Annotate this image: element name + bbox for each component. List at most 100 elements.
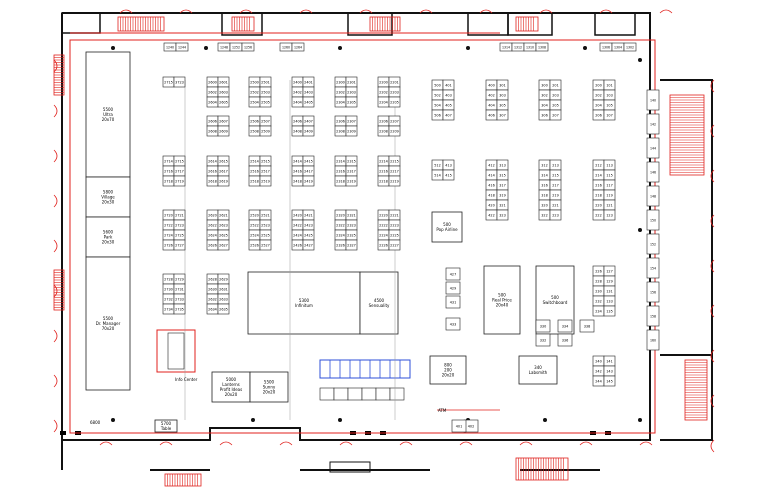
booth-box xyxy=(302,125,315,137)
booth-label: 407 xyxy=(445,113,451,117)
booth-label: 2625 xyxy=(219,233,228,237)
booth-label: 319 xyxy=(499,193,505,197)
booth-box xyxy=(217,175,230,187)
booth-box xyxy=(302,96,315,108)
right-booth xyxy=(646,185,660,207)
right-booth-label: 156 xyxy=(650,291,656,295)
top-booth-label: 1306 xyxy=(602,46,610,50)
door-arc xyxy=(519,441,533,446)
booth-label: 314 xyxy=(541,173,547,177)
booth-label: 2720 xyxy=(164,213,173,217)
booth-label: 2505 xyxy=(261,100,270,104)
pillar xyxy=(466,46,470,50)
room-label: 20x70 xyxy=(102,117,115,122)
booth-label: 2217 xyxy=(390,169,399,173)
booth-label: 223 xyxy=(552,213,558,217)
booth-label: 2722 xyxy=(164,223,173,227)
stair-box xyxy=(231,16,255,32)
booth-label: 401 xyxy=(445,83,451,87)
door-arc xyxy=(479,9,493,14)
right-booth xyxy=(646,305,660,327)
door-arc xyxy=(710,124,715,138)
tower-block xyxy=(347,12,393,36)
tower-block xyxy=(467,12,509,36)
booth-label: 2316 xyxy=(336,169,345,173)
booth-label: 2206 xyxy=(379,119,388,123)
top-booth-label: 1252 xyxy=(232,46,240,50)
booth-label: 323 xyxy=(499,213,505,217)
booth-label: 2607 xyxy=(219,119,228,123)
booth-label: 2631 xyxy=(219,287,228,291)
booth-label: 400 xyxy=(488,83,494,87)
booth-label: 2518 xyxy=(250,179,259,183)
booth-label: 2303 xyxy=(347,90,356,94)
door-arc xyxy=(159,441,173,446)
room-label: Table xyxy=(160,426,172,431)
booth-label: 302 xyxy=(541,93,547,97)
booth-label: 2614 xyxy=(208,159,217,163)
booth-label: 2304 xyxy=(336,100,345,104)
booth-box xyxy=(388,175,401,187)
door-arc xyxy=(53,329,58,343)
door-arc xyxy=(119,9,133,14)
booth-label: 2309 xyxy=(347,129,356,133)
booth-box xyxy=(217,303,230,315)
booth-label: 2215 xyxy=(390,159,399,163)
pillar xyxy=(338,46,342,50)
door-arc xyxy=(710,169,715,183)
booth-label: 416 xyxy=(488,183,494,187)
booth-label: 303 xyxy=(499,93,505,97)
booth-box xyxy=(442,169,455,181)
booth-label: 2603 xyxy=(219,90,228,94)
top-booth-label: 1304 xyxy=(614,46,622,50)
blue-row-frame xyxy=(319,359,411,379)
door-arc xyxy=(299,9,313,14)
booth-label: 222 xyxy=(595,213,601,217)
booth-label: 232 xyxy=(595,299,601,303)
right-booth-label: 152 xyxy=(650,243,656,247)
top-booth-label: 1310 xyxy=(526,46,534,50)
booth-label: 230 xyxy=(595,289,601,293)
room-label: Village xyxy=(101,195,115,200)
door-arc xyxy=(710,394,715,408)
booth-label: 2319 xyxy=(347,179,356,183)
booth-label: 2714 xyxy=(164,159,173,163)
atm-label: ATM xyxy=(438,408,447,413)
stair-bottom-2 xyxy=(164,473,202,487)
booth-box xyxy=(259,239,272,251)
right-booth xyxy=(646,281,660,303)
booth-box xyxy=(603,375,616,387)
room-label: Pop Airline xyxy=(436,227,458,232)
booth-box xyxy=(496,209,509,221)
room-r4 xyxy=(85,256,131,391)
room-label: Profit Ideas xyxy=(220,387,242,392)
booth-label: 2723 xyxy=(175,223,184,227)
booth-label: 2609 xyxy=(219,129,228,133)
booth-label: 2209 xyxy=(390,129,399,133)
door-arc xyxy=(399,441,413,446)
booth-label: 2422 xyxy=(293,223,302,227)
room-label: 20x20 xyxy=(225,392,238,397)
booth-label: 2727 xyxy=(175,243,184,247)
booth-label: 2326 xyxy=(336,243,345,247)
room-label: 4500 xyxy=(374,298,385,303)
room-r7 xyxy=(211,371,251,403)
stair-right-2 xyxy=(684,359,708,421)
booth-label: 2628 xyxy=(208,277,217,281)
booth-box xyxy=(603,305,616,317)
booth-label: 119 xyxy=(606,193,612,197)
door-arc xyxy=(53,419,58,433)
room-label: 70x20 xyxy=(102,326,115,331)
booth-box xyxy=(345,96,358,108)
door-arc xyxy=(99,441,113,446)
right-booth-label: 144 xyxy=(650,147,656,151)
booth-label: 2421 xyxy=(304,213,313,217)
booth-label: 2617 xyxy=(219,169,228,173)
booth-label: 205 xyxy=(552,103,558,107)
booth-label: 307 xyxy=(499,113,505,117)
booth-label: 2623 xyxy=(219,223,228,227)
booth-label: 412 xyxy=(488,163,494,167)
booth-label: 228 xyxy=(595,279,601,283)
booth-label: 214 xyxy=(595,173,601,177)
